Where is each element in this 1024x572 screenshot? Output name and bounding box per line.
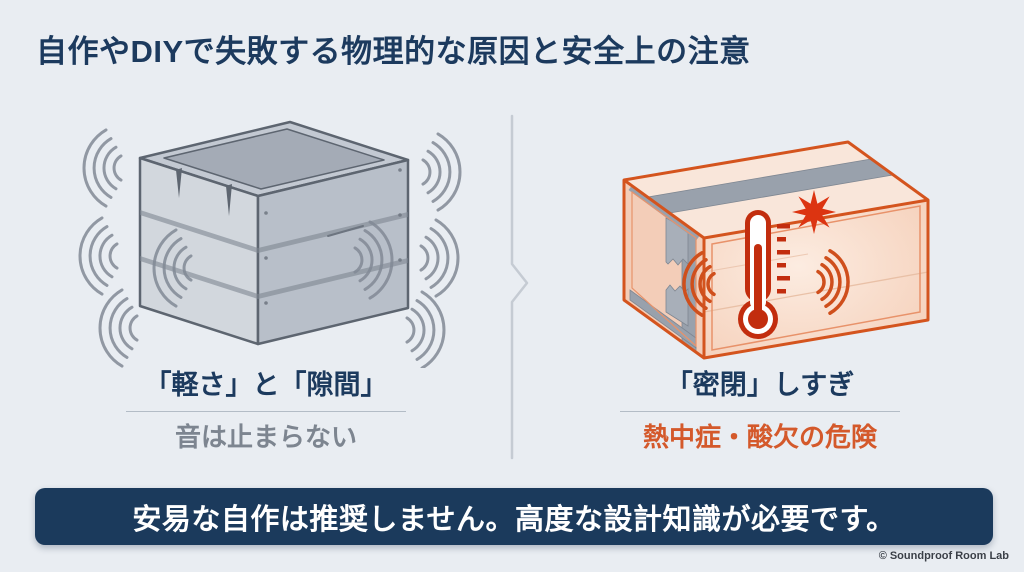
caption-divider-line bbox=[126, 411, 406, 412]
copyright-label: © Soundproof Room Lab bbox=[878, 550, 1009, 562]
warning-banner-text: 安易な自作は推奨しません。高度な設計知識が必要です。 bbox=[132, 503, 896, 536]
sealed-box-icon bbox=[622, 140, 930, 360]
wooden-crate-icon bbox=[78, 120, 462, 368]
caption-divider-line bbox=[620, 411, 900, 412]
starburst-icon bbox=[792, 190, 836, 234]
left-caption-block: 「軽さ」と「隙間」 音は止まらない bbox=[80, 369, 452, 453]
chevron-right-icon bbox=[510, 114, 529, 460]
right-caption: 「密閉」しすぎ bbox=[665, 370, 855, 400]
right-caption-block: 「密閉」しすぎ 熱中症・酸欠の危険 bbox=[592, 369, 928, 453]
page-title: 自作やDIYで失敗する物理的な原因と安全上の注意 bbox=[36, 34, 751, 69]
tape-strips-icon bbox=[629, 158, 895, 353]
panel-divider bbox=[498, 112, 538, 462]
crate-illustration bbox=[78, 98, 462, 368]
left-subcaption: 音は止まらない bbox=[174, 422, 357, 452]
thermometer-icon bbox=[738, 210, 790, 339]
warning-banner: 安易な自作は推奨しません。高度な設計知識が必要です。 bbox=[35, 488, 993, 545]
left-caption: 「軽さ」と「隙間」 bbox=[144, 370, 388, 400]
sealed-box-illustration bbox=[608, 122, 944, 372]
right-subcaption: 熱中症・酸欠の危険 bbox=[642, 422, 877, 452]
